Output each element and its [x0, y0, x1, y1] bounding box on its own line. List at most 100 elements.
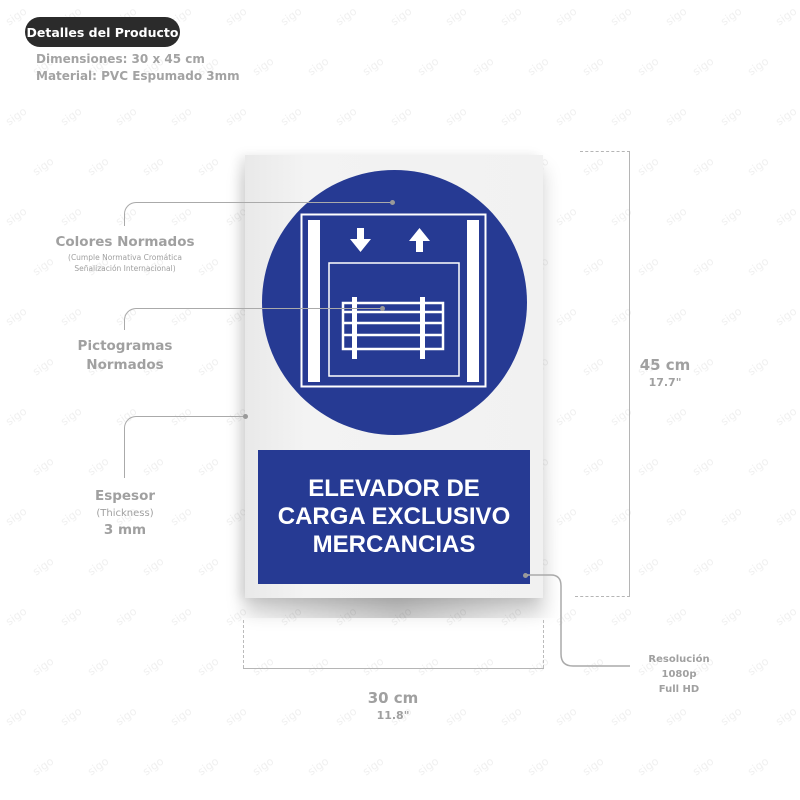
watermark-text: sigo — [250, 654, 277, 679]
watermark-text: sigo — [745, 754, 772, 779]
freight-elevator-icon — [300, 213, 487, 388]
watermark-text: sigo — [580, 54, 607, 79]
height-dim-label: 45 cm 17.7" — [625, 355, 705, 391]
watermark-text: sigo — [195, 654, 222, 679]
watermark-text: sigo — [470, 754, 497, 779]
watermark-text: sigo — [773, 304, 800, 329]
watermark-text: sigo — [635, 554, 662, 579]
watermark-text: sigo — [663, 504, 690, 529]
watermark-text: sigo — [30, 654, 57, 679]
watermark-text: sigo — [85, 654, 112, 679]
watermark-text: sigo — [553, 4, 580, 29]
height-in: 17.7" — [648, 376, 682, 389]
watermark-text: sigo — [718, 204, 745, 229]
watermark-text: sigo — [745, 54, 772, 79]
watermark-text: sigo — [305, 654, 332, 679]
watermark-text: sigo — [360, 754, 387, 779]
watermark-text: sigo — [85, 454, 112, 479]
watermark-text: sigo — [223, 104, 250, 129]
watermark-text: sigo — [553, 104, 580, 129]
watermark-text: sigo — [30, 754, 57, 779]
watermark-text: sigo — [525, 754, 552, 779]
height-dim-line — [629, 151, 630, 597]
watermark-text: sigo — [580, 454, 607, 479]
watermark-text: sigo — [580, 154, 607, 179]
width-dim-right-tick — [543, 620, 544, 668]
height-dim-top-tick — [580, 151, 630, 152]
colors-callout: Colores Normados (Cumple Normativa Cromá… — [45, 233, 205, 274]
watermark-text: sigo — [388, 104, 415, 129]
watermark-text: sigo — [608, 404, 635, 429]
width-in: 11.8" — [376, 709, 410, 722]
watermark-text: sigo — [773, 604, 800, 629]
watermark-text: sigo — [663, 204, 690, 229]
watermark-text: sigo — [745, 354, 772, 379]
watermark-text: sigo — [85, 154, 112, 179]
watermark-text: sigo — [690, 454, 717, 479]
watermark-text: sigo — [470, 54, 497, 79]
watermark-text: sigo — [498, 4, 525, 29]
watermark-text: sigo — [278, 704, 305, 729]
watermark-text: sigo — [718, 104, 745, 129]
watermark-text: sigo — [608, 4, 635, 29]
watermark-text: sigo — [58, 204, 85, 229]
watermark-text: sigo — [305, 754, 332, 779]
watermark-text: sigo — [360, 54, 387, 79]
thickness-subtitle: (Thickness) — [96, 508, 154, 519]
width-dim-label: 30 cm 11.8" — [353, 688, 433, 724]
watermark-text: sigo — [58, 704, 85, 729]
watermark-text: sigo — [773, 4, 800, 29]
watermark-text: sigo — [223, 4, 250, 29]
watermark-text: sigo — [663, 404, 690, 429]
resolution-line2: 1080p — [661, 669, 697, 680]
watermark-text: sigo — [415, 54, 442, 79]
watermark-text: sigo — [718, 604, 745, 629]
sign-text-line1: ELEVADOR DE — [308, 475, 480, 502]
resolution-connector-dot — [523, 573, 528, 578]
thickness-connector-dot — [243, 414, 248, 419]
watermark-text: sigo — [773, 204, 800, 229]
watermark-text: sigo — [745, 554, 772, 579]
watermark-text: sigo — [635, 754, 662, 779]
product-details-badge: Detalles del Producto — [25, 17, 180, 47]
watermark-text: sigo — [415, 654, 442, 679]
watermark-text: sigo — [690, 754, 717, 779]
sign-text-line3: MERCANCIAS — [312, 531, 476, 558]
watermark-text: sigo — [443, 4, 470, 29]
watermark-text: sigo — [470, 654, 497, 679]
watermark-text: sigo — [663, 104, 690, 129]
watermark-text: sigo — [773, 704, 800, 729]
watermark-text: sigo — [140, 554, 167, 579]
watermark-text: sigo — [415, 754, 442, 779]
watermark-text: sigo — [333, 4, 360, 29]
watermark-text: sigo — [443, 104, 470, 129]
watermark-text: sigo — [168, 704, 195, 729]
watermark-text: sigo — [635, 254, 662, 279]
watermark-text: sigo — [745, 154, 772, 179]
width-cm: 30 cm — [367, 689, 419, 707]
dimensions-spec: Dimensiones: 30 x 45 cm — [36, 52, 205, 66]
watermark-text: sigo — [663, 4, 690, 29]
watermark-text: sigo — [3, 104, 30, 129]
resolution-line3: Full HD — [658, 684, 700, 695]
resolution-line1: Resolución — [648, 654, 710, 665]
colors-note-line2: Señalización Internacional) — [74, 264, 176, 273]
watermark-text: sigo — [250, 754, 277, 779]
watermark-text: sigo — [3, 504, 30, 529]
watermark-text: sigo — [718, 4, 745, 29]
watermark-text: sigo — [388, 4, 415, 29]
watermark-text: sigo — [608, 204, 635, 229]
pictograms-callout: Pictogramas Normados — [55, 337, 195, 375]
watermark-text: sigo — [553, 704, 580, 729]
pictograms-connector-line — [124, 308, 382, 330]
colors-title: Colores Normados — [55, 234, 195, 250]
watermark-text: sigo — [663, 304, 690, 329]
watermark-text: sigo — [663, 704, 690, 729]
watermark-text: sigo — [745, 654, 772, 679]
thickness-value: 3 mm — [103, 522, 147, 538]
thickness-connector-line — [124, 416, 246, 478]
watermark-text: sigo — [168, 604, 195, 629]
watermark-text: sigo — [30, 354, 57, 379]
watermark-text: sigo — [498, 104, 525, 129]
watermark-text: sigo — [608, 104, 635, 129]
